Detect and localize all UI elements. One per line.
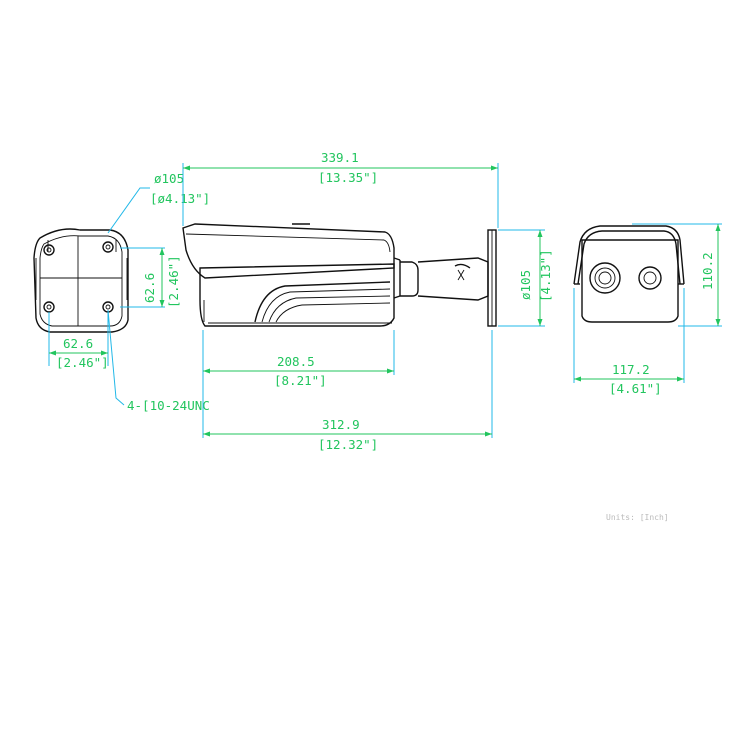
front-view-dimensions: 117.2 [4.61"] 110.2	[574, 224, 721, 396]
front-width-in-label: [4.61"]	[609, 381, 662, 396]
housing-length-in-label: [12.32"]	[318, 437, 378, 452]
side-view-extension-lines	[182, 163, 545, 438]
front-view-extension-lines	[573, 223, 722, 383]
base-view-dimensions: 62.6 [2.46"] 62.6 [2.46"] ø105 [ø4.13"] …	[49, 171, 210, 413]
mount-diameter-mm-label: ø105	[154, 171, 184, 186]
bracket-offset-mm-label: 208.5	[277, 354, 315, 369]
overall-length-mm-label: 339.1	[321, 150, 359, 165]
screw-spec-label: 4-[10-24UNC	[127, 398, 210, 413]
bracket-offset-in-label: [8.21"]	[274, 373, 327, 388]
mount-base-view	[33, 228, 129, 333]
hole-pitch-v-mm-label: 62.6	[142, 273, 157, 303]
front-height-mm-label: 110.2	[700, 252, 715, 290]
front-width-mm-label: 117.2	[612, 362, 650, 377]
base-diameter-in-label: [4.13"]	[538, 249, 553, 302]
hole-pitch-v-in-label: [2.46"]	[166, 255, 181, 308]
mount-diameter-in-label: [ø4.13"]	[150, 191, 210, 206]
overall-length-in-label: [13.35"]	[318, 170, 378, 185]
units-note: Units: [Inch]	[606, 513, 669, 522]
hole-pitch-h-in-label: [2.46"]	[56, 355, 109, 370]
housing-length-mm-label: 312.9	[322, 417, 360, 432]
camera-front-view	[573, 225, 685, 323]
hole-pitch-h-mm-label: 62.6	[63, 336, 93, 351]
side-view-dimensions: 339.1 [13.35"] 208.5 [8.21"] 312.9 [12.3…	[183, 150, 553, 452]
camera-side-view	[182, 223, 497, 327]
base-view-leaders	[48, 187, 165, 406]
base-diameter-mm-label: ø105	[518, 270, 533, 300]
